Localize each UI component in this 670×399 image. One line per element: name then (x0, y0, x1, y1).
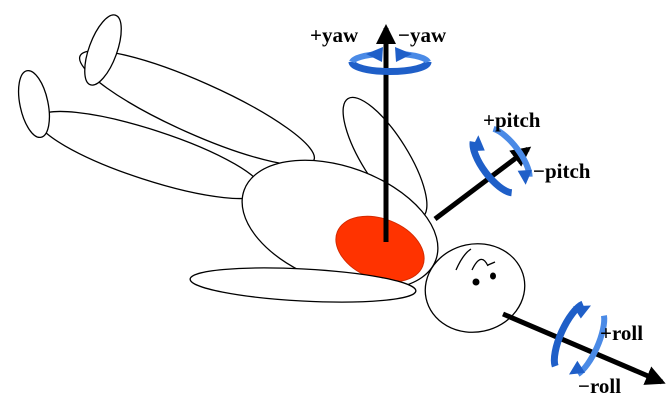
head-outline (424, 243, 526, 333)
roll-rotation-arrow-icon (550, 300, 608, 377)
plus-roll-label: +roll (600, 321, 643, 345)
eye-mark (471, 258, 489, 271)
yaw-rotation-arrow-icon (348, 47, 432, 75)
plus-yaw-label: +yaw (310, 23, 359, 47)
right-leg (78, 14, 316, 166)
right-eye (490, 272, 496, 280)
eyebrow-mark (455, 248, 472, 271)
minus-roll-label: −roll (578, 374, 621, 398)
pitch-rotation-arrow-icon (469, 125, 533, 197)
nose-mark (487, 261, 496, 266)
pitch-axis-arrow (433, 146, 532, 221)
right-foot (84, 14, 122, 86)
head (424, 243, 526, 333)
minus-yaw-label: −yaw (398, 23, 447, 47)
front-arm (189, 267, 417, 303)
left-eye (472, 278, 480, 286)
plus-pitch-label: +pitch (483, 108, 541, 132)
minus-pitch-label: −pitch (533, 159, 591, 183)
left-foot (17, 69, 51, 139)
roll-axis-arrow (502, 311, 666, 385)
